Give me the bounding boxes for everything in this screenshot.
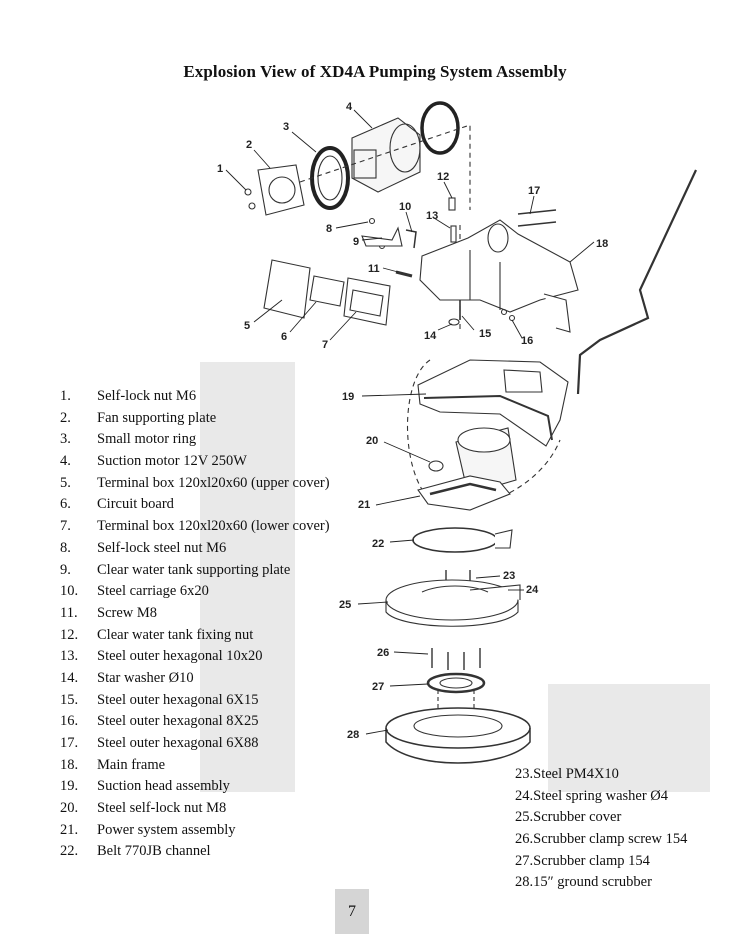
list-item: 11.Screw M8 xyxy=(60,604,158,621)
parts-list-left: 1.Self-lock nut M6 2.Fan supporting plat… xyxy=(60,386,330,863)
callout-5: 5 xyxy=(244,320,250,332)
watermark-block xyxy=(200,362,295,792)
list-item: 16.Steel outer hexagonal 8X25 xyxy=(60,713,259,730)
list-item: 27.Scrubber clamp 154 xyxy=(515,852,650,869)
callout-8: 8 xyxy=(326,223,332,235)
list-item: 19.Suction head assembly xyxy=(60,778,230,795)
callout-14: 14 xyxy=(424,330,437,342)
list-item: 15.Steel outer hexagonal 6X15 xyxy=(60,691,259,708)
list-item: 22.Belt 770JB channel xyxy=(60,843,211,860)
list-item: 14.Star washer Ø10 xyxy=(60,669,194,686)
page-number: 7 xyxy=(335,889,369,934)
callout-25: 25 xyxy=(339,599,351,611)
callout-28: 28 xyxy=(347,729,359,741)
callout-6: 6 xyxy=(281,331,287,343)
callout-4: 4 xyxy=(346,101,353,113)
list-item: 25.Scrubber cover xyxy=(515,809,622,826)
callout-3: 3 xyxy=(283,121,289,133)
list-item: 26.Scrubber clamp screw 154 xyxy=(515,831,688,848)
list-item: 23.Steel PM4X10 xyxy=(515,766,619,782)
callout-12: 12 xyxy=(437,171,449,183)
callout-26: 26 xyxy=(377,647,389,659)
callout-1: 1 xyxy=(217,163,223,175)
list-item: 2.Fan supporting plate xyxy=(60,409,217,426)
list-item: 18.Main frame xyxy=(60,756,166,773)
callout-22: 22 xyxy=(372,538,384,550)
list-item: 7.Terminal box 120xl20x60 (lower cover) xyxy=(60,518,330,535)
callout-27: 27 xyxy=(372,681,384,693)
callout-20: 20 xyxy=(366,435,378,447)
list-item: 4.Suction motor 12V 250W xyxy=(60,453,247,470)
parts-list-right: 23.Steel PM4X10 24.Steel spring washer Ø… xyxy=(515,764,687,894)
callout-13: 13 xyxy=(426,210,438,222)
list-item: 13.Steel outer hexagonal 10x20 xyxy=(60,648,263,665)
list-item: 17.Steel outer hexagonal 6X88 xyxy=(60,735,259,751)
callout-11: 11 xyxy=(368,263,380,275)
list-item: 1.Self-lock nut M6 xyxy=(60,388,197,404)
list-item: 6.Circuit board xyxy=(60,496,174,513)
list-item: 21.Power system assembly xyxy=(60,821,236,838)
callout-18: 18 xyxy=(596,238,608,250)
callout-19: 19 xyxy=(342,391,354,403)
page-title: Explosion View of XD4A Pumping System As… xyxy=(183,62,567,81)
callout-10: 10 xyxy=(399,201,411,213)
list-item: 10.Steel carriage 6x20 xyxy=(60,583,209,600)
callout-7: 7 xyxy=(322,339,328,351)
watermark-block xyxy=(548,684,710,792)
list-item: 28.15″ ground scrubber xyxy=(515,874,652,891)
callout-2: 2 xyxy=(246,139,252,151)
list-item: 8.Self-lock steel nut M6 xyxy=(60,539,227,556)
callout-24: 24 xyxy=(526,584,539,596)
callout-17: 17 xyxy=(528,185,540,197)
list-item: 9.Clear water tank supporting plate xyxy=(60,561,291,578)
callout-16: 16 xyxy=(521,335,533,347)
list-item: 3.Small motor ring xyxy=(60,431,197,448)
callout-21: 21 xyxy=(358,499,370,511)
list-item: 24.Steel spring washer Ø4 xyxy=(515,787,669,804)
callout-9: 9 xyxy=(353,236,359,248)
callout-23: 23 xyxy=(503,570,515,582)
list-item: 5.Terminal box 120xl20x60 (upper cover) xyxy=(60,474,330,491)
list-item: 12.Clear water tank fixing nut xyxy=(60,626,254,643)
callout-15: 15 xyxy=(479,328,491,340)
list-item: 20.Steel self-lock nut M8 xyxy=(60,800,227,817)
